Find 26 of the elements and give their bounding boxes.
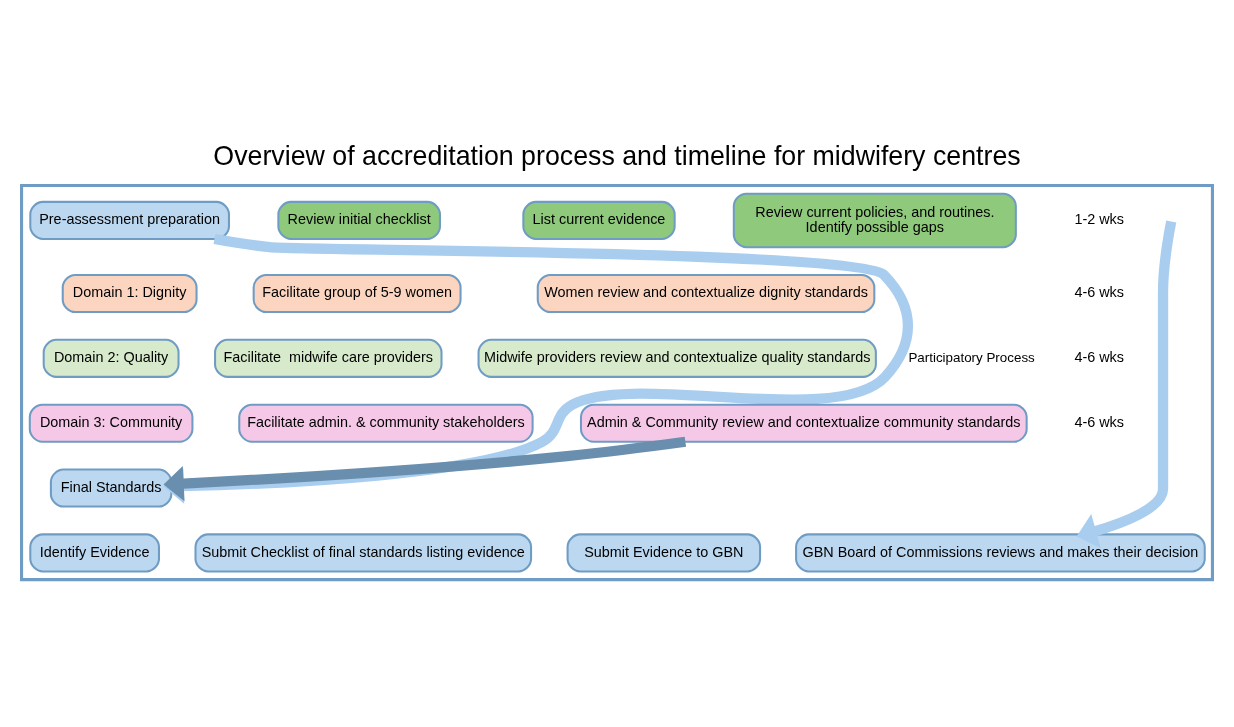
label: 4-6 wks [1074, 414, 1125, 431]
node-box: Domain 2: Quality [42, 338, 180, 378]
node-box: Submit Checklist of final standards listing evidence [194, 533, 533, 573]
node-box: Review initial checklist [277, 200, 441, 240]
label: 4-6 wks [1074, 349, 1125, 366]
node-box: Identify Evidence [29, 533, 160, 573]
node-box: Women review and contextualize dignity standards [536, 273, 876, 314]
label: 4-6 wks [1074, 284, 1125, 301]
node-box: Facilitate midwife care providers [214, 338, 443, 378]
node-box: Midwife providers review and contextualize quality standards [477, 338, 877, 378]
node-box: Domain 3: Community [28, 403, 194, 443]
node-box: Final Standards [49, 468, 173, 508]
diagram-title: Overview of accreditation process and timeline for midwifery centres [213, 140, 1021, 171]
node-box: Facilitate admin. & community stakeholders [238, 403, 534, 443]
node-box: List current evidence [522, 200, 676, 240]
node-box: GBN Board of Commissions reviews and makes their decision [795, 533, 1206, 573]
arrow [1076, 220, 1177, 549]
node-box: Domain 1: Dignity [61, 273, 198, 314]
node-box: Facilitate group of 5-9 women [252, 273, 462, 314]
node-box: Admin & Community review and contextualize community standards [579, 403, 1028, 443]
node-box: Submit Evidence to GBN [566, 533, 762, 573]
node-box: Review current policies, and routines. Identify possible gaps [732, 192, 1017, 249]
node-box: Pre-assessment preparation [29, 200, 230, 240]
edge-label: Participatory Process [908, 349, 1035, 365]
cluster [20, 183, 1214, 582]
label: 1-2 wks [1074, 211, 1125, 228]
